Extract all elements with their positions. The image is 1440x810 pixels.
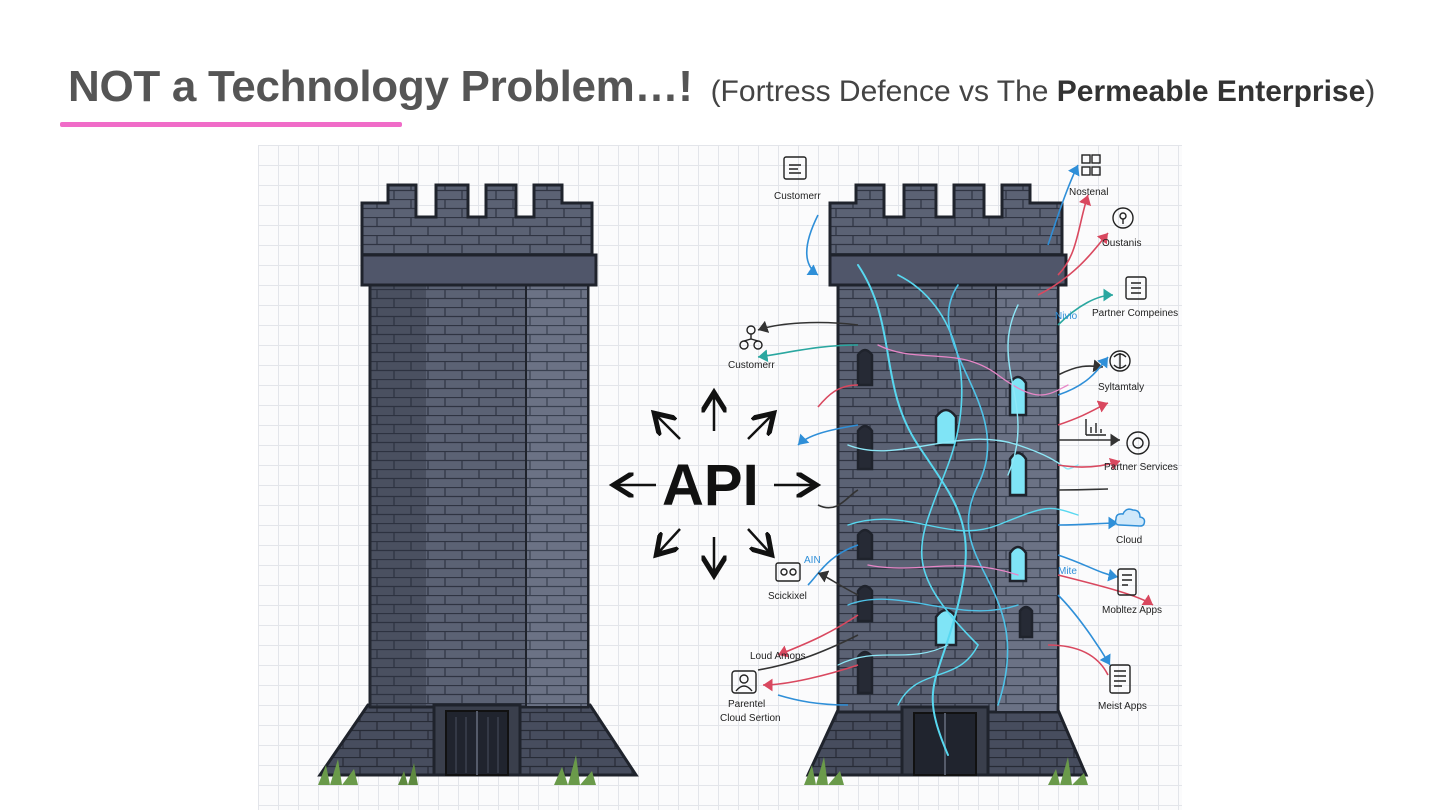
label-cloud-amops: Loud Amops bbox=[750, 651, 806, 662]
label-scratch: Scickixel bbox=[768, 591, 807, 602]
label-nostenal: Nostenal bbox=[1069, 187, 1108, 198]
title-main: NOT a Technology Problem…! bbox=[68, 62, 693, 111]
label-meist-apps: Meist Apps bbox=[1098, 701, 1147, 712]
subtitle-bold: Permeable Enterprise bbox=[1057, 75, 1365, 108]
icon-meist-apps bbox=[1110, 665, 1130, 693]
fortress-vs-permeable-illustration: API bbox=[258, 145, 1182, 810]
slide-title: NOT a Technology Problem…! (Fortress Defe… bbox=[68, 62, 1375, 112]
building-icon bbox=[1126, 277, 1146, 299]
label-partner-services: Partner Services bbox=[1104, 462, 1178, 473]
subtitle-close: ) bbox=[1365, 75, 1375, 108]
cloud-icon bbox=[1116, 509, 1145, 526]
icon-scratch bbox=[776, 563, 800, 581]
label-ain: AIN bbox=[804, 555, 821, 566]
label-cloud: Cloud bbox=[1116, 535, 1142, 546]
label-parent-cloud: Cloud Sertion bbox=[720, 713, 781, 724]
icon-cloud bbox=[1116, 509, 1145, 526]
brain-icon bbox=[1110, 351, 1130, 371]
title-underline bbox=[60, 122, 402, 127]
api-hub: API bbox=[616, 395, 814, 573]
permeable-tower bbox=[804, 185, 1088, 785]
icon-oustanis bbox=[1113, 208, 1133, 228]
label-mobile-apps: Mobltez Apps bbox=[1102, 605, 1162, 616]
title-subtitle: (Fortress Defence vs The Permeable Enter… bbox=[711, 75, 1376, 108]
label-parent: Parentel bbox=[728, 699, 765, 710]
gear-icon bbox=[1127, 432, 1149, 454]
location-pin-icon bbox=[1113, 208, 1133, 228]
illustration-canvas: API bbox=[258, 145, 1182, 810]
person-icon bbox=[732, 671, 756, 693]
label-customer-mid: Customerr bbox=[728, 360, 775, 371]
label-syltamtaly: Syltamtaly bbox=[1098, 382, 1144, 393]
label-oustanis: Oustanis bbox=[1102, 238, 1141, 249]
icon-customer-top bbox=[784, 157, 806, 179]
label-mite: Mite bbox=[1058, 566, 1077, 577]
icon-parent bbox=[732, 671, 756, 693]
icon-nostenal bbox=[1082, 155, 1100, 175]
icon-chart bbox=[1086, 419, 1106, 435]
document-icon bbox=[784, 157, 806, 179]
icon-partner-services bbox=[1127, 432, 1149, 454]
chart-icon bbox=[1086, 419, 1106, 435]
fortress-tower bbox=[318, 185, 636, 785]
api-label: API bbox=[662, 453, 759, 518]
icon-partner-companies bbox=[1126, 277, 1146, 299]
icon-syltamtaly bbox=[1110, 351, 1130, 371]
gear-icon bbox=[776, 563, 800, 581]
mobile-icon bbox=[1110, 665, 1130, 693]
subtitle-open: (Fortress Defence vs The bbox=[711, 75, 1057, 108]
label-customer-top: Customerr bbox=[774, 191, 821, 202]
network-icon bbox=[1082, 155, 1100, 175]
label-nivio: Nivio bbox=[1055, 311, 1078, 322]
label-partner-companies: Partner Compeines bbox=[1092, 308, 1178, 319]
